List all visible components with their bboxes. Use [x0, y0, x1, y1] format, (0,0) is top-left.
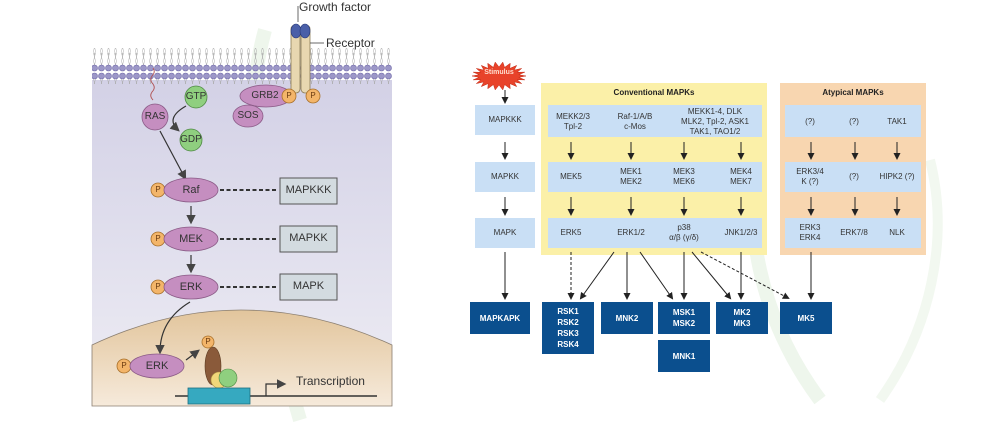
phospho-label: P	[155, 282, 161, 291]
gdp-label: GDP	[180, 134, 202, 145]
phospho-icon	[281, 88, 297, 104]
atypical-title: Atypical MAPKs	[822, 88, 884, 97]
sos-label: SOS	[237, 110, 259, 121]
substrate-mnk1-box: MNK1	[658, 340, 710, 372]
cell-svg	[91, 6, 393, 407]
tier-mapk-box: MAPK	[475, 218, 535, 248]
mapk-item: p38 α/β (γ/δ)	[669, 223, 699, 242]
gdp-molecule	[179, 128, 203, 152]
mapk-item: ERK1/2	[617, 228, 645, 237]
conventional-mapk-row	[548, 218, 762, 248]
gtp-molecule	[184, 85, 208, 109]
gtp-label: GTP	[185, 91, 207, 102]
phospho-label: P	[155, 234, 161, 243]
growth-factor	[290, 23, 311, 39]
substrate-mk2-box: MK2 MK3	[716, 302, 768, 334]
nucleus	[91, 309, 393, 407]
tier-mapkk-box: MAPKK	[475, 162, 535, 192]
mek-row	[150, 225, 338, 253]
conventional-mapkk-row	[548, 162, 762, 192]
substrate-msk-box: MSK1 MSK2	[658, 302, 710, 334]
grb2-label: GRB2	[251, 90, 279, 101]
receptor-label: Receptor	[326, 36, 375, 50]
mapkkk-item: TAK1	[887, 117, 907, 126]
transcription-label: Transcription	[296, 374, 365, 388]
substrate-mnk2-box: MNK2	[601, 302, 653, 334]
erk-row	[150, 273, 338, 301]
ras-label: RAS	[144, 111, 166, 122]
substrate-mk5-box: MK5	[780, 302, 832, 334]
mapk-item: JNK1/2/3	[724, 228, 758, 237]
phospho-label: P	[155, 185, 161, 194]
tier-mapkkk-label: MAPKKK	[285, 184, 332, 196]
mapkkk-item: MEKK1-4, DLK MLK2, Tpl-2, ASK1 TAK1, TAO…	[681, 107, 749, 136]
mapkk-item: MEK1 MEK2	[620, 167, 642, 186]
mapk-item: ERK7/8	[840, 228, 868, 237]
phospho-label: P	[286, 91, 292, 100]
mapkkk-item: MEKK2/3 Tpl-2	[556, 112, 590, 131]
erk-nuclear-protein	[129, 353, 185, 379]
mapkk-item: MEK5	[560, 172, 582, 181]
tier-mapkk-label: MAPKK	[289, 232, 328, 244]
growth-factor-label: Growth factor	[299, 0, 372, 14]
mapkk-item: (?)	[849, 172, 859, 181]
stimulus-label: Stimulus	[484, 69, 514, 76]
cell-membrane	[92, 48, 392, 84]
stimulus-burst-icon	[472, 62, 526, 90]
mek-label: MEK	[179, 233, 203, 245]
mapkk-item: HIPK2 (?)	[879, 172, 915, 181]
mapk-item: NLK	[889, 228, 905, 237]
mapkapk-box: MAPKAPK	[470, 302, 530, 334]
conventional-mapkkk-row	[548, 105, 762, 137]
atypical-mapkkk-row	[785, 105, 921, 137]
phospho-icon	[305, 88, 321, 104]
phospho-label: P	[205, 337, 211, 346]
substrate-rsk-box: RSK1 RSK2 RSK3 RSK4	[542, 302, 594, 354]
mapk-item: ERK5	[560, 228, 582, 237]
phospho-label: P	[121, 361, 127, 370]
mapk-item: ERK3 ERK4	[799, 223, 821, 242]
sos-protein	[232, 104, 264, 128]
raf-row	[150, 177, 338, 205]
raf-label: Raf	[182, 184, 200, 196]
ras-protein	[141, 103, 169, 131]
phospho-label: P	[310, 91, 316, 100]
conventional-title: Conventional MAPKs	[613, 88, 695, 97]
tier-mapk-label: MAPK	[292, 280, 325, 292]
mapkkk-item: (?)	[805, 117, 815, 126]
receptor	[290, 24, 311, 94]
tier-mapkkk-box: MAPKKK	[475, 105, 535, 135]
promoter-box	[187, 387, 251, 405]
erk-label: ERK	[179, 281, 203, 293]
mapkk-item: ERK3/4 K (?)	[796, 167, 824, 186]
mapkk-item: MEK4 MEK7	[730, 167, 752, 186]
mapkkk-item: (?)	[849, 117, 859, 126]
erk-nuclear-label: ERK	[145, 360, 169, 372]
atypical-mapk-row	[785, 218, 921, 248]
mapkk-item: MEK3 MEK6	[673, 167, 695, 186]
atypical-mapkk-row	[785, 162, 921, 192]
mapkkk-item: Raf-1/A/B c-Mos	[617, 112, 653, 131]
